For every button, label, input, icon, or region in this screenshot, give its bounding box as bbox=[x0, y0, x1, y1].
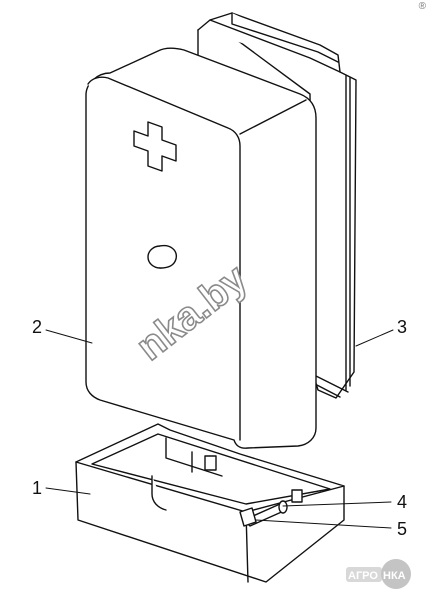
base-tray-part-1 bbox=[75, 423, 345, 583]
callout-1: 1 bbox=[32, 478, 42, 498]
callout-4: 4 bbox=[397, 492, 407, 512]
callout-2: 2 bbox=[32, 317, 42, 337]
logo-right-text: НКА bbox=[383, 570, 406, 582]
red-cross-icon bbox=[133, 121, 177, 172]
registered-mark: ® bbox=[418, 1, 426, 12]
lid-part-3 bbox=[197, 12, 357, 399]
agro-nka-logo: АГРО НКА bbox=[346, 559, 411, 589]
box-body-part-2 bbox=[85, 47, 317, 449]
logo-left-text: АГРО bbox=[348, 570, 378, 582]
callout-5: 5 bbox=[397, 519, 407, 539]
callout-3: 3 bbox=[397, 317, 407, 337]
clip-part-5 bbox=[239, 507, 257, 527]
leader-lines bbox=[45, 329, 394, 529]
